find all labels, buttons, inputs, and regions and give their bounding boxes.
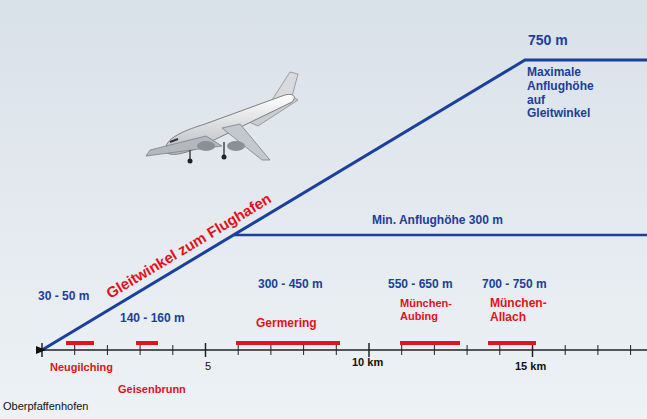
- town-bars: [66, 341, 536, 345]
- axis-tick: [205, 343, 207, 357]
- axis-label: 5: [205, 360, 211, 373]
- height-range: 30 - 50 m: [38, 290, 89, 304]
- origin-label: Oberpfaffenhofen: [3, 400, 88, 413]
- glide-path-label: Gleitwinkel zum Flughafen: [103, 190, 274, 302]
- axis-tick: [368, 343, 370, 357]
- town-name: München-Aubing: [400, 297, 462, 322]
- town-bar: [488, 341, 536, 345]
- axis-tick: [434, 345, 435, 355]
- airplane: [146, 72, 298, 164]
- town-name: München-Allach: [490, 297, 554, 325]
- town-bar: [400, 341, 460, 345]
- axis-label: 15 km: [515, 360, 546, 373]
- axis-tick: [172, 345, 173, 355]
- axis-tick: [74, 345, 75, 355]
- town-bar: [236, 341, 340, 345]
- axis-tick: [303, 345, 304, 355]
- axis-tick: [107, 345, 108, 355]
- town-name: Neugilching: [50, 361, 113, 374]
- height-range: 300 - 450 m: [258, 278, 323, 292]
- axis-tick: [597, 345, 598, 355]
- axis-ticks: [42, 343, 631, 357]
- altitude-label: 750 m: [528, 32, 568, 48]
- axis-tick: [140, 345, 141, 355]
- origin-marker: [36, 346, 46, 354]
- town-bar: [66, 341, 94, 345]
- glide-path-line: [42, 60, 647, 350]
- axis-tick: [238, 345, 239, 355]
- town-bar: [136, 341, 158, 345]
- axis-tick: [532, 343, 534, 357]
- min-altitude-line: [234, 234, 647, 237]
- height-range: 140 - 160 m: [120, 312, 185, 326]
- height-range: 550 - 650 m: [388, 278, 453, 292]
- distance-axis: [36, 349, 647, 351]
- axis-tick: [336, 345, 337, 355]
- min-altitude-label: Min. Anflughöhe 300 m: [372, 214, 503, 228]
- axis-tick: [270, 345, 271, 355]
- axis-tick: [565, 345, 566, 355]
- town-name: Geisenbrunn: [118, 383, 186, 396]
- axis-tick: [499, 345, 500, 355]
- town-name: Germering: [256, 317, 317, 331]
- height-range: 700 - 750 m: [482, 278, 547, 292]
- axis-tick: [630, 345, 631, 355]
- axis-label: 10 km: [352, 356, 383, 369]
- axis-tick: [467, 345, 468, 355]
- altitude-note: Maximale Anflughöhe auf Gleitwinkel: [527, 66, 609, 121]
- axis-tick: [401, 345, 402, 355]
